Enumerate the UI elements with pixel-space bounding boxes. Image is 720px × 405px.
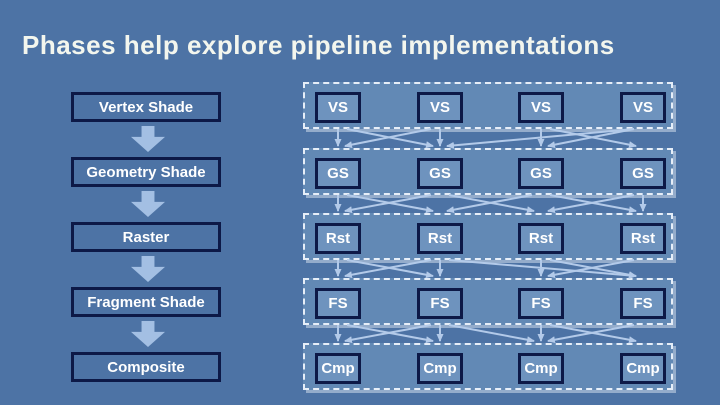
pipeline-cell-geometry-shade-4: GS [620,158,666,189]
pipeline-cell-vertex-shade-4: VS [620,92,666,123]
down-arrow-icon [131,191,165,217]
pipeline-cell-raster-1: Rst [315,223,361,254]
pipeline-cell-geometry-shade-2: GS [417,158,463,189]
pipeline-cell-composite-3: Cmp [518,353,564,384]
pipeline-cell-composite-1: Cmp [315,353,361,384]
pipeline-cell-raster-3: Rst [518,223,564,254]
down-arrow-icon [131,256,165,282]
phase-label-composite: Composite [71,352,221,382]
pipeline-cell-raster-4: Rst [620,223,666,254]
pipeline-band-composite: Cmp Cmp Cmp Cmp [303,343,673,390]
phase-label-raster: Raster [71,222,221,252]
pipeline-cell-fragment-shade-2: FS [417,288,463,319]
pipeline-band-fragment-shade: FS FS FS FS [303,278,673,325]
pipeline-cell-composite-2: Cmp [417,353,463,384]
down-arrow-icon [131,321,165,347]
pipeline-cell-vertex-shade-2: VS [417,92,463,123]
phase-label-fragment-shade: Fragment Shade [71,287,221,317]
pipeline-cell-fragment-shade-3: FS [518,288,564,319]
slide-title: Phases help explore pipeline implementat… [22,30,615,60]
pipeline-cell-fragment-shade-4: FS [620,288,666,319]
pipeline-band-raster: Rst Rst Rst Rst [303,213,673,260]
pipeline-cell-geometry-shade-1: GS [315,158,361,189]
phase-label-geometry-shade: Geometry Shade [71,157,221,187]
pipeline-band-vertex-shade: VS VS VS VS [303,82,673,129]
pipeline-cell-vertex-shade-3: VS [518,92,564,123]
pipeline-cell-raster-2: Rst [417,223,463,254]
phase-label-vertex-shade: Vertex Shade [71,92,221,122]
pipeline-cell-vertex-shade-1: VS [315,92,361,123]
pipeline-cell-fragment-shade-1: FS [315,288,361,319]
pipeline-band-geometry-shade: GS GS GS GS [303,148,673,195]
pipeline-cell-geometry-shade-3: GS [518,158,564,189]
pipeline-cell-composite-4: Cmp [620,353,666,384]
down-arrow-icon [131,126,165,152]
